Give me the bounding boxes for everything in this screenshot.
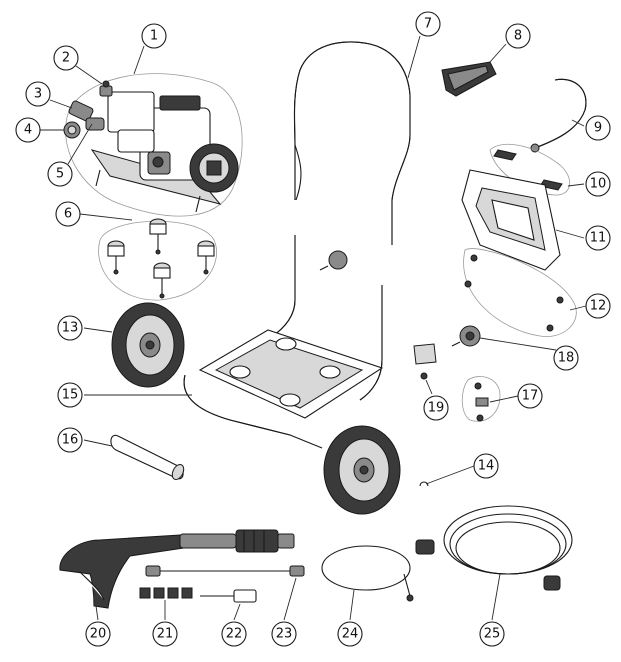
callout-8: 8 xyxy=(505,23,531,49)
callout-20: 20 xyxy=(85,621,111,647)
callout-label: 23 xyxy=(276,627,293,642)
mount-3 xyxy=(197,240,215,275)
engine-shroud xyxy=(461,169,561,271)
callout-label: 11 xyxy=(590,231,607,246)
callout-10: 10 xyxy=(585,171,611,197)
callout-label: 6 xyxy=(64,207,72,222)
vibration-mounts xyxy=(98,218,217,301)
callout-9: 9 xyxy=(585,115,611,141)
mount-2 xyxy=(107,240,125,275)
callout-label: 7 xyxy=(424,17,432,32)
callout-label: 12 xyxy=(590,299,607,314)
callout-16: 16 xyxy=(57,427,83,453)
callout-6: 6 xyxy=(55,201,81,227)
wheel-left xyxy=(111,302,185,388)
mount-1 xyxy=(149,218,167,255)
callout-18: 18 xyxy=(553,345,579,371)
siphon-tube xyxy=(321,545,414,602)
holster-strap xyxy=(530,78,587,153)
frame-knob xyxy=(319,250,348,271)
wheel-right xyxy=(323,425,401,515)
hose-coupler xyxy=(68,100,94,122)
leader-lines xyxy=(40,35,587,621)
callout-5: 5 xyxy=(47,161,73,187)
grip-tube xyxy=(110,434,185,481)
inlet-fitting xyxy=(85,117,105,131)
valve-fitting xyxy=(99,80,113,97)
detergent-tip xyxy=(200,589,257,603)
handle-frame xyxy=(293,41,411,245)
callout-24: 24 xyxy=(337,621,363,647)
callout-15: 15 xyxy=(57,382,83,408)
callout-14: 14 xyxy=(473,453,499,479)
clip-bracket xyxy=(413,343,437,380)
outlet-fitting xyxy=(63,121,81,139)
callout-3: 3 xyxy=(25,81,51,107)
callout-17: 17 xyxy=(517,383,543,409)
shroud-screws xyxy=(463,248,577,338)
engine-pump-assembly xyxy=(65,73,243,217)
callout-4: 4 xyxy=(15,117,41,143)
extension-wand xyxy=(145,565,305,577)
callout-label: 9 xyxy=(594,121,602,136)
callout-19: 19 xyxy=(423,395,449,421)
callout-label: 8 xyxy=(514,29,522,44)
callout-label: 22 xyxy=(226,627,243,642)
fasteners xyxy=(461,376,501,422)
callout-2: 2 xyxy=(53,45,79,71)
callout-22: 22 xyxy=(221,621,247,647)
callout-label: 20 xyxy=(90,627,107,642)
knob xyxy=(451,325,481,347)
callout-label: 13 xyxy=(62,321,79,336)
callout-label: 21 xyxy=(157,627,174,642)
callout-21: 21 xyxy=(152,621,178,647)
callout-25: 25 xyxy=(479,621,505,647)
wheel-clip xyxy=(419,481,429,487)
high-pressure-hose xyxy=(415,505,573,591)
callout-label: 4 xyxy=(24,123,32,138)
callout-label: 2 xyxy=(62,51,70,66)
callout-label: 16 xyxy=(62,433,79,448)
callout-label: 14 xyxy=(478,459,495,474)
callout-label: 15 xyxy=(62,388,79,403)
callout-23: 23 xyxy=(271,621,297,647)
callout-label: 3 xyxy=(34,87,42,102)
callout-7: 7 xyxy=(415,11,441,37)
callout-label: 5 xyxy=(56,167,64,182)
spray-gun xyxy=(59,529,295,609)
callout-label: 25 xyxy=(484,627,501,642)
callout-label: 18 xyxy=(558,351,575,366)
mount-4 xyxy=(153,262,171,299)
callout-label: 24 xyxy=(342,627,359,642)
hose-hook xyxy=(441,61,497,97)
callout-11: 11 xyxy=(585,225,611,251)
cart-frame xyxy=(183,235,384,449)
callout-label: 19 xyxy=(428,401,445,416)
callout-label: 1 xyxy=(150,29,158,44)
callout-12: 12 xyxy=(585,293,611,319)
nozzle-tips xyxy=(139,587,193,599)
callout-label: 10 xyxy=(590,177,607,192)
callout-13: 13 xyxy=(57,315,83,341)
callout-1: 1 xyxy=(141,23,167,49)
callout-label: 17 xyxy=(522,389,539,404)
